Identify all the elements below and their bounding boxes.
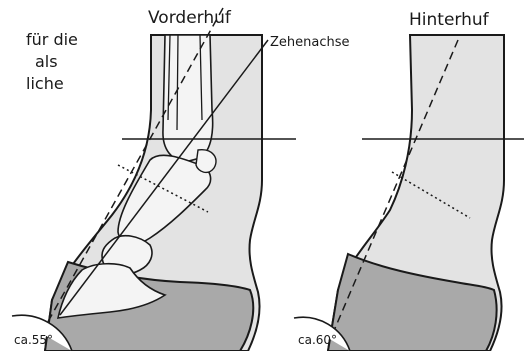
hind-angle-label: ca.60°	[298, 334, 337, 346]
